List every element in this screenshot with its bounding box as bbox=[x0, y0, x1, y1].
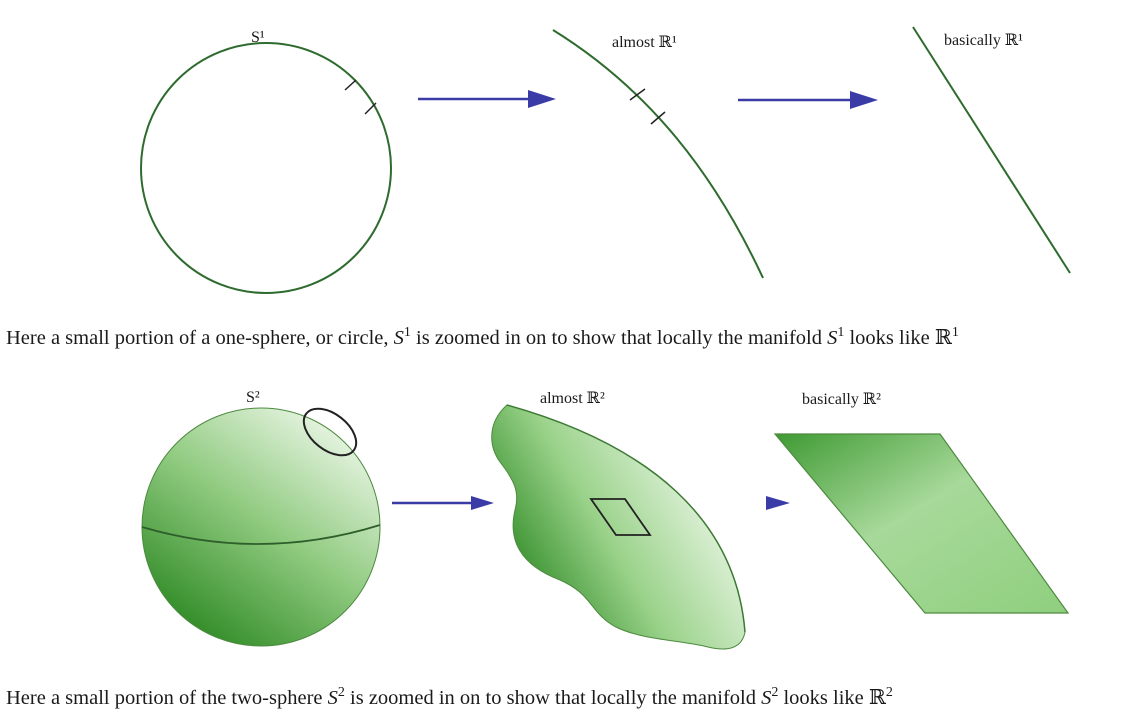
math-var: S bbox=[327, 687, 338, 709]
caption-text: Here a small portion of the two-sphere bbox=[6, 687, 328, 709]
patch-almost-r2 bbox=[491, 404, 746, 650]
label-basically-r1: basically ℝ¹ bbox=[944, 32, 1023, 49]
math-exponent: 1 bbox=[951, 325, 959, 341]
sphere-equator bbox=[141, 524, 381, 545]
tick-mark bbox=[629, 88, 646, 101]
caption-bottom: Here a small portion of the two-sphere S… bbox=[6, 685, 893, 710]
caption-text: is zoomed in on to show that locally the… bbox=[344, 687, 762, 709]
tick-mark bbox=[650, 111, 666, 125]
caption-text: looks like ℝ bbox=[778, 687, 886, 709]
arrow-top-1 bbox=[418, 90, 556, 108]
math-exponent: 1 bbox=[403, 325, 411, 341]
math-exponent: 1 bbox=[837, 325, 845, 341]
caption-text: is zoomed in on to show that locally the… bbox=[410, 327, 828, 349]
label-basically-r2: basically ℝ² bbox=[802, 391, 881, 408]
math-exponent: 2 bbox=[885, 685, 893, 701]
math-var: S bbox=[393, 327, 404, 349]
sphere-s2 bbox=[141, 407, 381, 647]
arrow-bottom-2 bbox=[687, 496, 790, 510]
curve-almost-r1 bbox=[552, 29, 764, 279]
caption-top: Here a small portion of a one-sphere, or… bbox=[6, 325, 959, 350]
math-var: S bbox=[827, 327, 838, 349]
zoom-region-ring bbox=[302, 407, 358, 457]
zoom-region-square bbox=[589, 498, 652, 536]
caption-text: Here a small portion of a one-sphere, or… bbox=[6, 327, 394, 349]
tick-mark bbox=[364, 102, 377, 115]
math-exponent: 2 bbox=[771, 685, 779, 701]
math-exponent: 2 bbox=[337, 685, 345, 701]
arrow-bottom-1 bbox=[392, 496, 494, 510]
label-almost-r2: almost ℝ² bbox=[540, 390, 605, 407]
arrow-top-2 bbox=[738, 91, 878, 109]
label-s1: S¹ bbox=[251, 29, 265, 46]
label-s2: S² bbox=[246, 389, 260, 406]
plane-basically-r2 bbox=[773, 433, 1070, 614]
label-almost-r1: almost ℝ¹ bbox=[612, 34, 677, 51]
tick-mark bbox=[344, 79, 357, 91]
line-basically-r1 bbox=[912, 26, 1071, 274]
math-var: S bbox=[761, 687, 772, 709]
circle-s1 bbox=[140, 42, 392, 294]
caption-text: looks like ℝ bbox=[844, 327, 952, 349]
